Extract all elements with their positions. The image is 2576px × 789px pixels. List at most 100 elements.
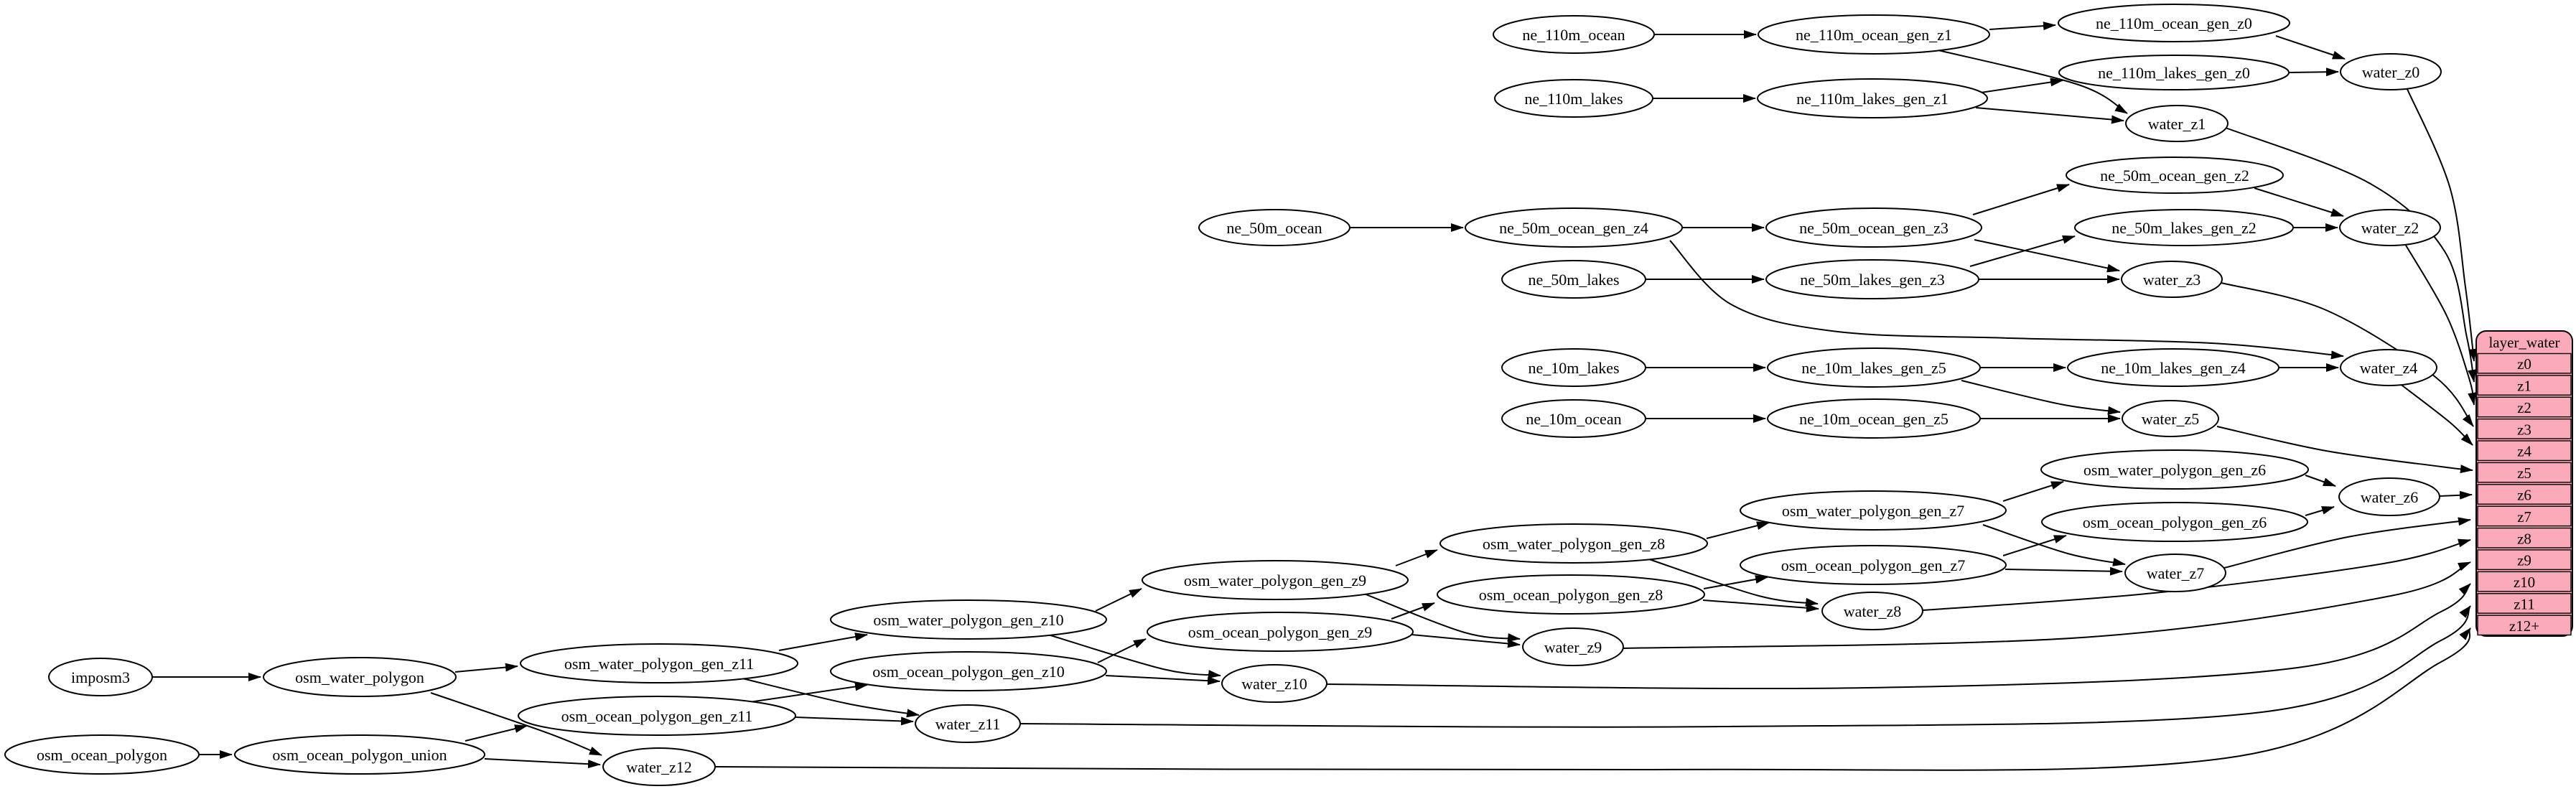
edge-osm_ocean_polygon_gen_z6-to-water_z6 [2305, 506, 2335, 516]
edge-ne_110m_ocean_gen_z1-to-water_z1 [1938, 50, 2128, 114]
node-label-water_z0: water_z0 [2362, 63, 2420, 81]
node-ne_110m_lakes_gen_z1: ne_110m_lakes_gen_z1 [1757, 78, 1988, 118]
node-ellipse-water_z8 [1821, 592, 1923, 630]
node-ellipse-ne_110m_lakes_gen_z0 [2058, 55, 2290, 90]
table-row-label-z0: z0 [2517, 355, 2531, 373]
node-ellipse-osm_ocean_polygon_gen_z11 [518, 696, 796, 736]
node-ellipse-water_z10 [1221, 664, 1327, 703]
edge-ne_110m_lakes_gen_z1-to-ne_110m_lakes_gen_z0 [1975, 78, 2063, 94]
node-label-ne_10m_lakes_gen_z5: ne_10m_lakes_gen_z5 [1801, 359, 1946, 377]
edge-osm_ocean_polygon_gen_z8-to-osm_ocean_polygon_gen_z7 [1703, 575, 1768, 589]
node-label-osm_ocean_polygon_gen_z7: osm_ocean_polygon_gen_z7 [1781, 556, 1966, 574]
node-label-ne_110m_lakes_gen_z0: ne_110m_lakes_gen_z0 [2098, 64, 2250, 82]
edge-water_z10-to-layer_water.z10 [1326, 583, 2471, 690]
table-row-z0 [2477, 353, 2572, 374]
table-row-label-z11: z11 [2514, 595, 2535, 612]
table-row-z5 [2477, 462, 2572, 483]
node-ne_10m_lakes: ne_10m_lakes [1501, 348, 1646, 387]
node-ellipse-ne_50m_lakes [1501, 260, 1646, 299]
node-label-ne_110m_lakes_gen_z1: ne_110m_lakes_gen_z1 [1796, 90, 1949, 108]
node-water_z12: water_z12 [602, 747, 716, 786]
node-ne_50m_ocean: ne_50m_ocean [1198, 209, 1350, 246]
table-row-label-z1: z1 [2517, 378, 2531, 395]
node-ellipse-osm_ocean_polygon_gen_z8 [1437, 574, 1705, 615]
node-label-ne_50m_ocean_gen_z4: ne_50m_ocean_gen_z4 [1499, 219, 1648, 237]
node-water_z2: water_z2 [2339, 209, 2441, 246]
node-ellipse-osm_water_polygon_gen_z10 [830, 599, 1107, 640]
node-ellipse-water_z6 [2338, 477, 2440, 516]
node-ellipse-ne_10m_lakes_gen_z5 [1767, 347, 1981, 388]
edge-water_z9-to-layer_water.z9 [1623, 561, 2471, 649]
node-osm_ocean_polygon_gen_z7: osm_ocean_polygon_gen_z7 [1740, 545, 2007, 585]
table-row-z9 [2477, 549, 2572, 571]
node-label-water_z8: water_z8 [1844, 602, 1902, 620]
node-label-water_z6: water_z6 [2361, 488, 2419, 506]
edge-osm_water_polygon_gen_z11-to-osm_water_polygon_gen_z10 [778, 632, 868, 651]
node-label-ne_110m_ocean_gen_z1: ne_110m_ocean_gen_z1 [1796, 26, 1952, 44]
node-label-ne_50m_lakes_gen_z3: ne_50m_lakes_gen_z3 [1800, 271, 1945, 289]
node-water_z9: water_z9 [1522, 627, 1624, 666]
node-ellipse-ne_50m_ocean_gen_z3 [1765, 207, 1982, 248]
edge-osm_water_polygon-to-water_z12 [430, 692, 602, 756]
node-ne_110m_ocean_gen_z0: ne_110m_ocean_gen_z0 [2058, 4, 2290, 42]
edge-osm_water_polygon_gen_z9-to-osm_water_polygon_gen_z8 [1395, 549, 1438, 566]
table-row-label-z9: z9 [2517, 552, 2531, 569]
node-label-water_z3: water_z3 [2143, 271, 2201, 289]
table-row-z1 [2477, 375, 2572, 396]
edge-water_z6-to-layer_water.z6 [2439, 490, 2473, 500]
edge-osm_water_polygon_gen_z6-to-water_z6 [2305, 475, 2336, 487]
node-label-osm_water_polygon: osm_water_polygon [295, 668, 424, 686]
edge-osm_water_polygon_gen_z10-to-osm_water_polygon_gen_z9 [1095, 588, 1142, 612]
node-osm_ocean_polygon_union: osm_ocean_polygon_union [234, 734, 485, 775]
node-ellipse-osm_ocean_polygon_gen_z7 [1740, 545, 2007, 585]
node-label-water_z5: water_z5 [2142, 410, 2200, 428]
node-label-osm_ocean_polygon_union: osm_ocean_polygon_union [272, 746, 447, 764]
node-ellipse-osm_water_polygon_gen_z7 [1740, 490, 2007, 531]
node-ellipse-ne_50m_lakes_gen_z2 [2074, 209, 2294, 246]
node-water_z10: water_z10 [1221, 664, 1327, 703]
node-water_z8: water_z8 [1821, 592, 1923, 630]
node-label-osm_ocean_polygon: osm_ocean_polygon [37, 746, 167, 764]
node-ellipse-ne_10m_lakes_gen_z4 [2067, 348, 2279, 387]
node-label-water_z9: water_z9 [1544, 638, 1602, 656]
node-ne_50m_ocean_gen_z2: ne_50m_ocean_gen_z2 [2066, 157, 2284, 194]
table-row-z3 [2477, 418, 2572, 439]
table-row-z11 [2477, 593, 2572, 614]
edge-water_z0-to-layer_water.z0 [2406, 87, 2477, 362]
edge-osm_water_polygon_gen_z8-to-water_z8 [1648, 559, 1819, 607]
node-ellipse-ne_110m_lakes [1494, 79, 1653, 118]
node-ellipse-water_z9 [1522, 627, 1624, 666]
node-ellipse-water_z12 [602, 747, 716, 786]
edge-osm_ocean_polygon_gen_z8-to-water_z8 [1702, 599, 1819, 612]
node-label-ne_50m_ocean_gen_z2: ne_50m_ocean_gen_z2 [2100, 167, 2249, 185]
node-label-water_z11: water_z11 [935, 715, 1001, 733]
node-ne_50m_lakes_gen_z3: ne_50m_lakes_gen_z3 [1765, 259, 1979, 299]
node-label-osm_water_polygon_gen_z7: osm_water_polygon_gen_z7 [1782, 502, 1964, 520]
node-ellipse-ne_110m_ocean [1493, 15, 1655, 54]
node-label-osm_water_polygon_gen_z6: osm_water_polygon_gen_z6 [2083, 461, 2266, 479]
node-water_z4: water_z4 [2340, 349, 2437, 386]
table-row-z2 [2477, 396, 2572, 418]
table-row-z10 [2477, 571, 2572, 592]
edge-osm_water_polygon_gen_z9-to-water_z9 [1363, 593, 1521, 642]
node-ellipse-ne_10m_ocean [1501, 399, 1646, 438]
node-label-ne_110m_ocean_gen_z0: ne_110m_ocean_gen_z0 [2096, 14, 2252, 32]
node-ellipse-ne_50m_ocean_gen_z4 [1465, 207, 1683, 248]
edge-osm_ocean_polygon_gen_z10-to-osm_ocean_polygon_gen_z9 [1097, 638, 1147, 663]
node-ellipse-imposm3 [48, 658, 153, 696]
node-label-osm_ocean_polygon_gen_z8: osm_ocean_polygon_gen_z8 [1479, 586, 1663, 604]
table-row-z4 [2477, 440, 2572, 462]
edge-water_z11-to-layer_water.z11 [1019, 605, 2471, 728]
table-row-z12+ [2477, 615, 2572, 636]
node-osm_ocean_polygon_gen_z8: osm_ocean_polygon_gen_z8 [1437, 574, 1705, 615]
node-label-ne_50m_ocean: ne_50m_ocean [1226, 219, 1322, 237]
node-label-osm_ocean_polygon_gen_z6: osm_ocean_polygon_gen_z6 [2083, 513, 2267, 531]
table-row-label-z12+: z12+ [2509, 617, 2539, 635]
node-ellipse-ne_50m_lakes_gen_z3 [1765, 259, 1979, 299]
edge-osm_ocean_polygon_gen_z9-to-osm_ocean_polygon_gen_z8 [1391, 602, 1435, 620]
edge-osm_ocean_polygon_gen_z9-to-water_z9 [1411, 634, 1521, 648]
table-row-z8 [2477, 527, 2572, 548]
edge-layer [152, 22, 2477, 771]
